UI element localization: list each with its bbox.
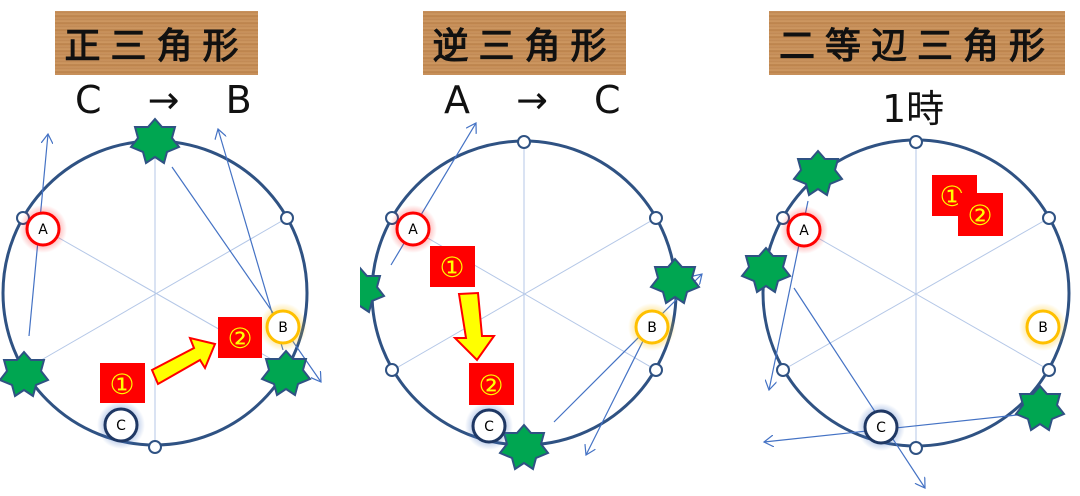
point-a: A bbox=[389, 205, 437, 253]
step-badge-1: ① bbox=[100, 363, 145, 403]
star-marker bbox=[650, 258, 700, 304]
point-c: C bbox=[857, 403, 905, 451]
tick-marker bbox=[649, 211, 663, 225]
subtitle: C → B bbox=[75, 78, 252, 122]
step-arrow bbox=[452, 291, 496, 362]
title-plate: 正三角形 bbox=[55, 11, 258, 75]
star-marker bbox=[1015, 385, 1065, 431]
point-a-label: A bbox=[38, 222, 48, 238]
point-b: B bbox=[1019, 303, 1067, 351]
step-badge-2: ② bbox=[958, 193, 1003, 236]
step-2-label: ② bbox=[227, 322, 252, 355]
panel-title: 正三角形 bbox=[64, 25, 249, 67]
point-c-label: C bbox=[484, 419, 494, 435]
panel-isosceles: 二等辺三角形 1時 bbox=[720, 0, 1080, 496]
tick-marker bbox=[148, 440, 162, 454]
spokes bbox=[782, 143, 1050, 447]
subtitle-to: C bbox=[594, 78, 621, 122]
spokes bbox=[392, 143, 657, 447]
tick-marker bbox=[909, 441, 923, 455]
point-a: A bbox=[780, 206, 828, 254]
tick-marker bbox=[649, 363, 663, 377]
subtitle-from: A bbox=[444, 78, 470, 122]
subtitle-to: B bbox=[225, 78, 252, 122]
subtitle: 1時 bbox=[882, 78, 944, 133]
star-marker bbox=[793, 150, 843, 196]
diagram: A B C ① ② bbox=[0, 118, 360, 454]
point-b-label: B bbox=[647, 320, 657, 336]
step-badge-1: ① bbox=[430, 246, 475, 287]
title-plate: 逆三角形 bbox=[423, 11, 626, 75]
star-marker bbox=[0, 351, 49, 397]
point-c: C bbox=[465, 402, 513, 450]
spokes bbox=[23, 145, 288, 447]
tick-marker bbox=[1042, 363, 1056, 377]
panel-inverted: 逆三角形 A → C bbox=[360, 0, 720, 496]
subtitle-time: 1時 bbox=[882, 87, 945, 131]
tick-marker bbox=[776, 363, 790, 377]
step-badge-2: ② bbox=[469, 363, 514, 405]
point-a-label: A bbox=[408, 222, 418, 238]
diagram: A B C ① ② bbox=[741, 135, 1071, 496]
star-marker bbox=[130, 118, 180, 164]
subtitle-arrow: → bbox=[147, 78, 180, 122]
panel-title: 逆三角形 bbox=[432, 25, 617, 67]
subtitle: A → C bbox=[444, 78, 621, 122]
tick-marker bbox=[909, 135, 923, 149]
point-c: C bbox=[97, 401, 145, 449]
point-b: B bbox=[259, 303, 307, 351]
subtitle-from: C bbox=[75, 78, 102, 122]
step-arrow bbox=[150, 336, 217, 386]
point-b-label: B bbox=[1038, 320, 1048, 336]
tick-marker bbox=[385, 363, 399, 377]
tick-marker bbox=[1042, 211, 1056, 225]
diagram: A B C ① ② bbox=[360, 0, 720, 470]
step-2-label: ② bbox=[478, 369, 503, 402]
point-b-label: B bbox=[278, 320, 288, 336]
step-1-label: ① bbox=[439, 251, 464, 284]
point-a: A bbox=[19, 205, 67, 253]
subtitle-arrow: → bbox=[516, 78, 548, 122]
step-1-label: ① bbox=[109, 368, 134, 401]
point-c-label: C bbox=[116, 418, 126, 434]
step-2-label: ② bbox=[967, 199, 992, 232]
panel-title: 二等辺三角形 bbox=[778, 25, 1055, 67]
step-badge-2: ② bbox=[218, 317, 262, 358]
point-a-label: A bbox=[799, 223, 809, 239]
title-plate: 二等辺三角形 bbox=[769, 11, 1065, 75]
point-c-label: C bbox=[876, 420, 886, 436]
star-marker bbox=[741, 247, 791, 293]
tick-marker bbox=[280, 211, 294, 225]
point-b: B bbox=[628, 303, 676, 351]
panel-equilateral: 正三角形 C → B bbox=[0, 0, 360, 496]
tick-marker bbox=[517, 135, 531, 149]
